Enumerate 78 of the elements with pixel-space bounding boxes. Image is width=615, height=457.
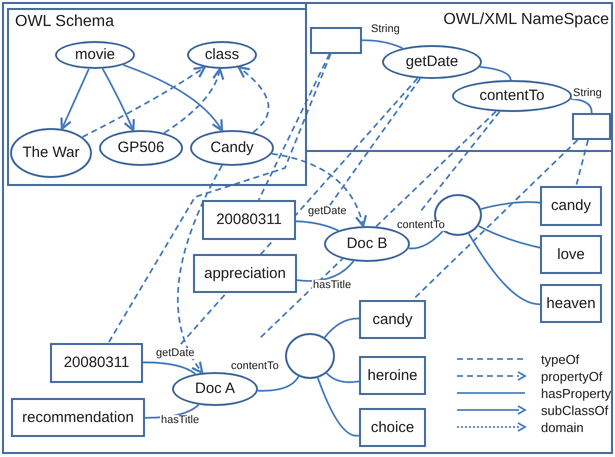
node-label: getDate [404, 53, 460, 71]
connector-line [362, 39, 403, 50]
node-label: The War [22, 144, 80, 162]
edge-label: getDate [307, 206, 348, 217]
node-label: heroine [366, 366, 419, 384]
connector-line [316, 378, 360, 437]
edge-label: String [370, 24, 401, 35]
empty-circle [285, 333, 335, 379]
node-label: 20080311 [62, 354, 130, 372]
connector-line [478, 225, 540, 249]
rect-node [540, 235, 602, 274]
node-label: 20080311 [215, 211, 283, 229]
legend-label: subClassOf [541, 404, 608, 416]
connector-line [143, 362, 196, 375]
node-label: candy [550, 197, 592, 215]
node-label: appreciation [203, 264, 287, 282]
rect-node [540, 186, 602, 226]
rect-node [359, 356, 426, 395]
node-label: movie [74, 46, 116, 64]
panel-title: OWL Schema [15, 12, 114, 32]
empty-box [310, 27, 362, 54]
connector-line [468, 233, 540, 306]
rect-node [193, 254, 297, 293]
rect-node [359, 408, 426, 447]
legend-label: propertyOf [541, 370, 602, 382]
edge-label: contentTo [230, 361, 280, 372]
node-label: candy [371, 310, 414, 328]
arrow [176, 165, 223, 374]
node-label: heaven [545, 294, 597, 312]
edge-label: contentTo [396, 220, 446, 231]
legend-label: typeOf [541, 352, 580, 366]
edge-label: hasTitle [312, 280, 352, 291]
arrow [60, 68, 90, 130]
node-label: recommendation [21, 408, 135, 426]
panel-title: OWL/XML NameSpace [443, 10, 609, 30]
node-label: Doc B [346, 235, 388, 253]
node-label: class [204, 46, 240, 64]
connector-line [408, 230, 444, 250]
schema-panel [7, 8, 307, 186]
node-label: choice [370, 418, 416, 436]
connector-line [326, 372, 360, 384]
edge-label: String [572, 88, 603, 99]
edge-label: getDate [155, 348, 196, 359]
arrow [272, 152, 367, 228]
connector-line [258, 376, 300, 392]
connector-line [480, 66, 512, 80]
ellipse-node [190, 130, 274, 166]
connector-line [419, 111, 500, 213]
ellipse-node [10, 128, 92, 178]
namespace-panel [305, 2, 613, 152]
node-label: Candy [209, 139, 255, 157]
connector-line [259, 110, 497, 339]
edge-label: hasTitle [160, 415, 200, 426]
legend-label: hasProperty [541, 386, 612, 400]
node-label: contentTo [478, 87, 546, 105]
node-label: GP506 [116, 139, 166, 157]
rect-node [11, 398, 145, 437]
connector-line [108, 54, 332, 344]
rect-node [540, 284, 602, 323]
arrow [82, 66, 206, 138]
connector-line [296, 220, 339, 232]
arrow [102, 68, 135, 132]
legend-label: domain [541, 420, 584, 434]
arrow [122, 64, 224, 132]
rect-node [50, 343, 143, 383]
empty-box [572, 113, 611, 140]
connector-line [296, 260, 354, 282]
rect-node [359, 300, 426, 339]
connector-line [570, 98, 593, 114]
connector-line [324, 318, 360, 338]
ellipse-node [55, 41, 135, 69]
connector-line [480, 201, 540, 210]
node-label: Doc A [194, 380, 236, 398]
rect-node [202, 200, 296, 240]
node-label: love [556, 246, 586, 264]
connector-line [329, 78, 421, 206]
arrow [164, 68, 224, 134]
connector-line [575, 140, 589, 186]
